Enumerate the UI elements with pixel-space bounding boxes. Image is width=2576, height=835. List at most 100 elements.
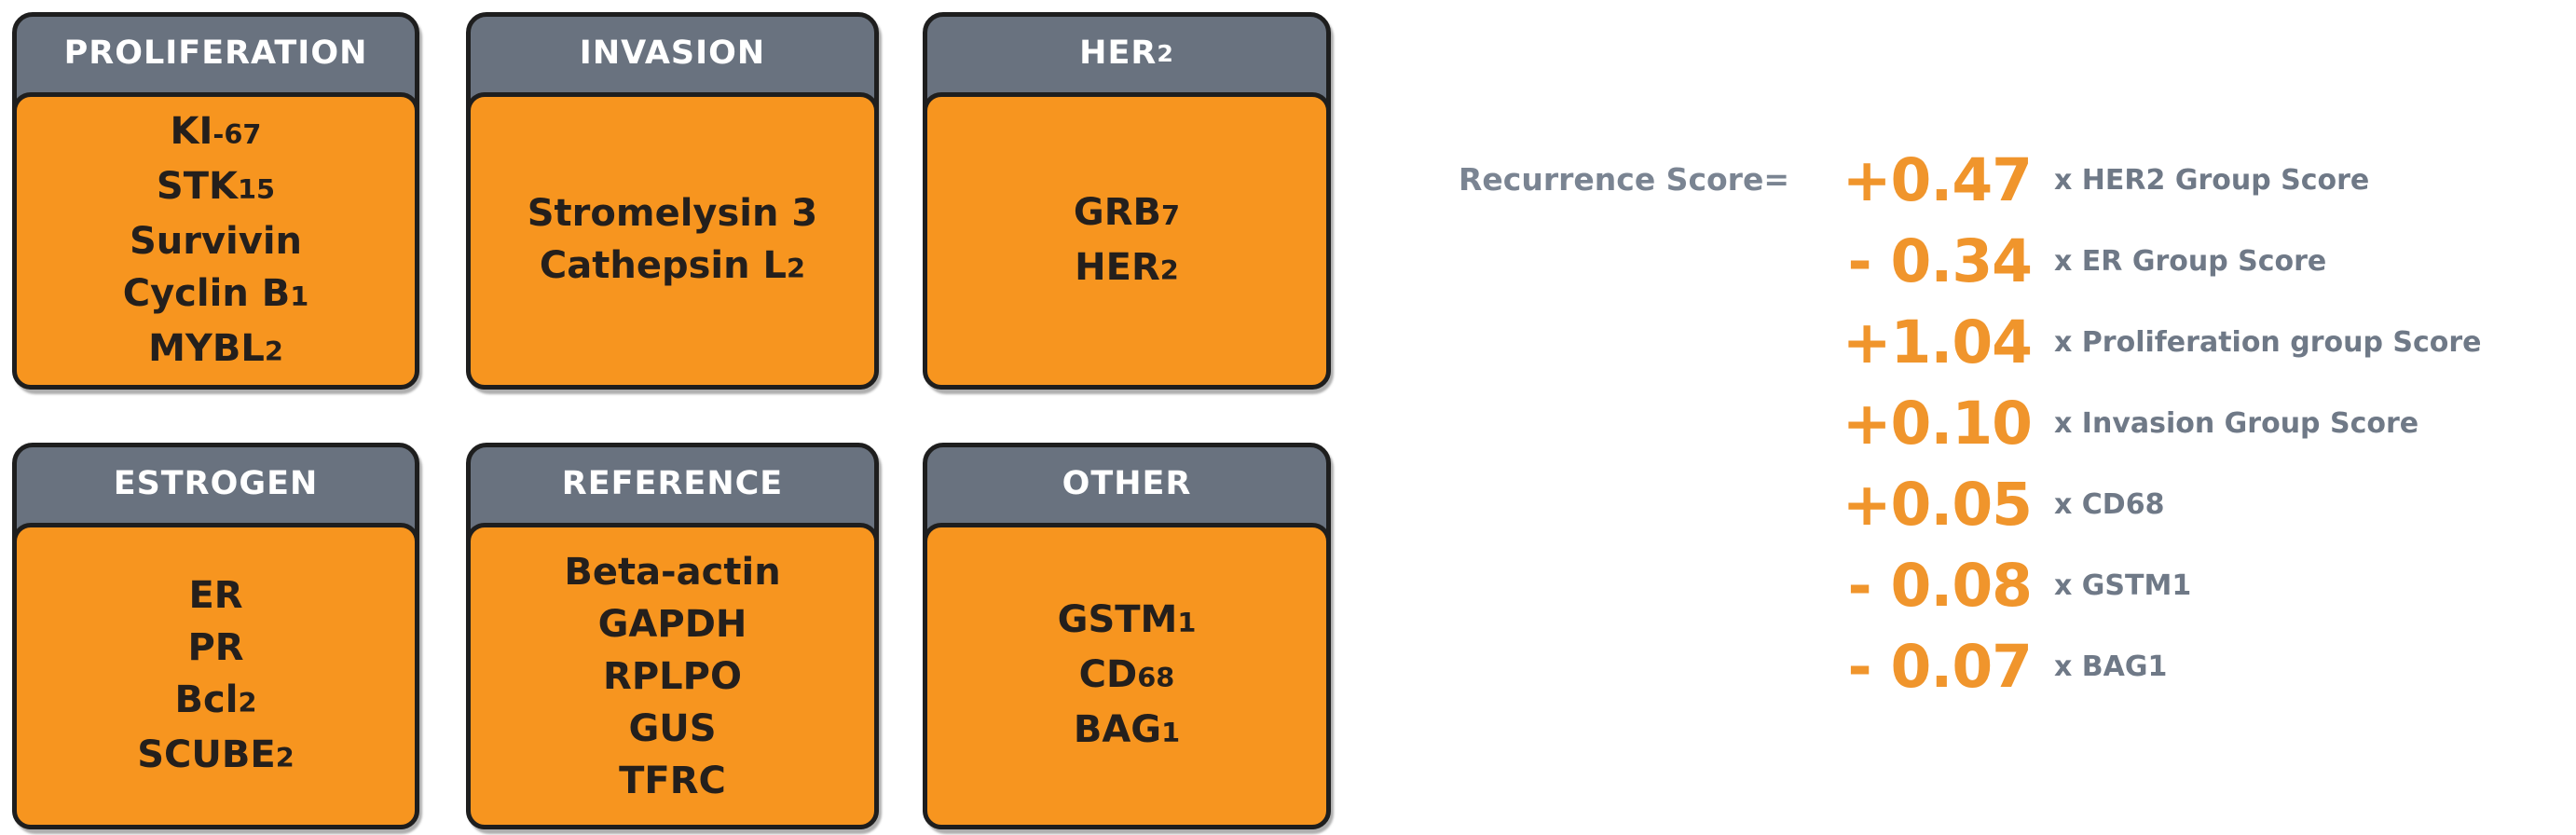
subscript-text: 1: [290, 280, 309, 312]
gene-group-box-invasion: INVASION Stromelysin 3 Cathepsin L2: [466, 12, 879, 390]
gene-label: Beta-actin: [564, 546, 780, 598]
text-segment: REFERENCE: [561, 465, 784, 502]
coefficient-value: - 0.07: [1847, 633, 2033, 701]
gene-label: TFRC: [619, 755, 726, 807]
gene-label: PR: [187, 622, 243, 674]
text-segment: Bcl: [174, 678, 239, 721]
coefficient-value: +0.05: [1842, 471, 2033, 539]
formula-row: +0.47 x HER2 Group Score: [1808, 140, 2482, 221]
text-segment: OTHER: [1062, 465, 1192, 502]
gene-group-header: OTHER: [927, 447, 1326, 520]
coefficient-label: x Proliferation group Score: [2054, 326, 2482, 359]
subscript-text: 68: [1137, 662, 1175, 693]
formula-row: - 0.08 x GSTM1: [1808, 545, 2482, 626]
gene-label: HER2: [1075, 241, 1179, 296]
formula-row: +0.10 x Invasion Group Score: [1808, 383, 2482, 464]
formula-row: +1.04 x Proliferation group Score: [1808, 302, 2482, 383]
gene-label: GAPDH: [598, 598, 747, 650]
gene-label: BAG1: [1074, 704, 1180, 759]
gene-label: SCUBE2: [137, 729, 295, 784]
gene-label: GUS: [628, 703, 716, 755]
gene-label: ER: [188, 569, 242, 622]
subscript-text: 7: [1161, 198, 1181, 231]
text-segment: GAPDH: [597, 602, 747, 646]
text-segment: GUS: [628, 706, 717, 750]
coefficient-label: x HER2 Group Score: [2054, 164, 2370, 197]
text-segment: MYBL: [148, 326, 265, 370]
gene-label: MYBL2: [148, 322, 283, 377]
text-segment: PR: [187, 625, 244, 669]
text-segment: GSTM: [1057, 598, 1178, 641]
text-segment: KI: [170, 109, 213, 153]
text-segment: Cathepsin L: [539, 244, 788, 287]
text-segment: Beta-actin: [564, 550, 781, 594]
subscript-text: -67: [212, 117, 262, 150]
text-segment: TFRC: [619, 759, 726, 802]
formula-row: +0.05 x CD68: [1808, 464, 2482, 545]
coefficient-value: +0.47: [1842, 146, 2033, 214]
text-segment: PROLIFERATION: [63, 34, 368, 72]
text-segment: STK: [156, 164, 238, 208]
gene-group-gene-list: Stromelysin 3 Cathepsin L2: [466, 92, 879, 390]
subscript-text: 2: [275, 741, 295, 773]
coefficient-label: x ER Group Score: [2054, 245, 2327, 278]
formula-row: - 0.34 x ER Group Score: [1808, 221, 2482, 302]
formula-row: - 0.07 x BAG1: [1808, 626, 2482, 707]
text-segment: Survivin: [129, 219, 303, 263]
coefficient-label: x CD68: [2054, 488, 2165, 521]
text-segment: ER: [188, 573, 243, 617]
gene-group-header: ESTROGEN: [17, 447, 415, 520]
gene-label: STK15: [157, 160, 275, 215]
gene-group-header: PROLIFERATION: [17, 17, 415, 89]
text-segment: RPLPO: [603, 654, 742, 698]
subscript-text: 2: [1159, 253, 1179, 286]
coefficient-label: x Invasion Group Score: [2054, 407, 2419, 440]
gene-label: Cyclin B1: [123, 267, 309, 322]
gene-group-header: INVASION: [471, 17, 874, 89]
text-segment: GRB: [1073, 190, 1162, 234]
text-segment: HER: [1079, 34, 1158, 72]
coefficient-value: +0.10: [1842, 390, 2033, 458]
subscript-text: 1: [1177, 607, 1197, 638]
subscript-text: 2: [1157, 39, 1174, 67]
gene-label: GSTM1: [1058, 594, 1197, 649]
subscript-text: 2: [264, 335, 283, 367]
text-segment: SCUBE: [137, 732, 276, 776]
coefficient-value: - 0.08: [1847, 552, 2033, 620]
coefficient-label: x BAG1: [2054, 650, 2168, 683]
coefficient-value: - 0.34: [1847, 227, 2033, 295]
text-segment: CD: [1078, 653, 1138, 696]
subscript-text: 1: [1161, 717, 1181, 748]
coefficient-label: x GSTM1: [2054, 569, 2192, 602]
gene-label: RPLPO: [603, 650, 742, 703]
gene-group-header: REFERENCE: [471, 447, 874, 520]
subscript-text: 15: [238, 172, 276, 205]
text-segment: ESTROGEN: [113, 465, 319, 502]
gene-label: CD68: [1079, 649, 1175, 704]
gene-label: Cathepsin L2: [540, 240, 805, 294]
text-segment: HER: [1075, 245, 1160, 289]
recurrence-score-formula: +0.47 x HER2 Group Score - 0.34 x ER Gro…: [1808, 140, 2482, 707]
text-segment: Cyclin B: [122, 271, 291, 315]
text-segment: INVASION: [579, 34, 766, 72]
gene-label: Bcl2: [175, 674, 257, 729]
gene-label: GRB7: [1074, 186, 1180, 241]
subscript-text: 2: [787, 253, 806, 284]
coefficient-value: +1.04: [1842, 308, 2033, 376]
gene-label: KI-67: [171, 105, 262, 160]
gene-label: Stromelysin 3: [528, 187, 817, 240]
text-segment: Stromelysin 3: [527, 192, 818, 235]
subscript-text: 2: [238, 686, 257, 719]
text-segment: BAG: [1073, 708, 1162, 751]
